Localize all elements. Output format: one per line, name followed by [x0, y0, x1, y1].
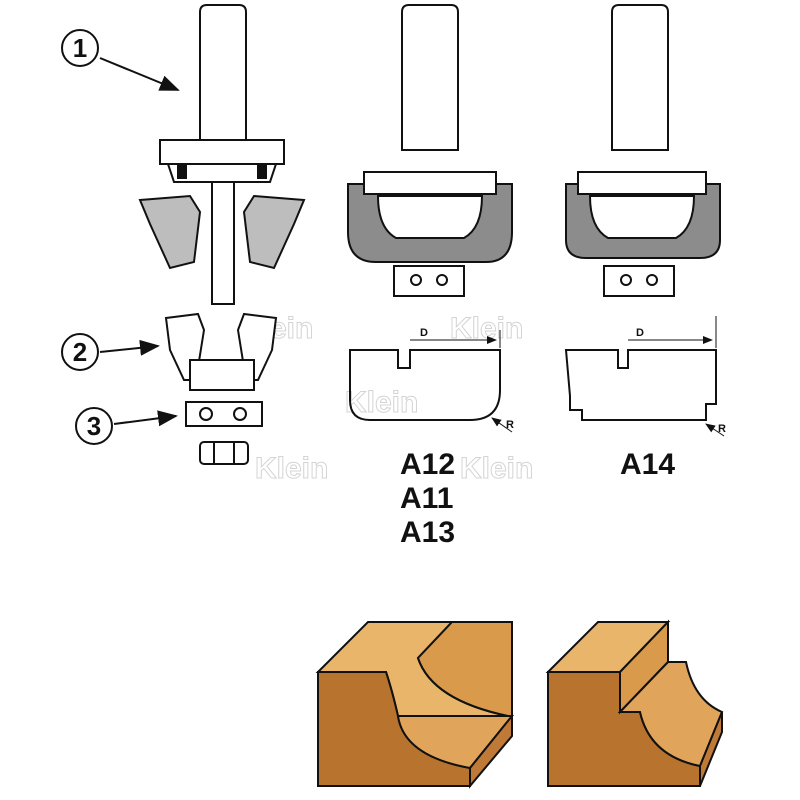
screw-hole [199, 407, 213, 421]
wood-block-a14 [545, 619, 724, 787]
model-label-a14: A14 [620, 448, 675, 481]
bearing-hole [646, 274, 658, 286]
callout-2-circle [61, 333, 99, 371]
dim-line-r [705, 423, 725, 437]
nut [199, 441, 249, 465]
bearing-a12 [393, 265, 465, 297]
watermark-4: Klein [255, 452, 328, 485]
model-label-a11: A11 [400, 482, 453, 515]
callout-1: 1 [73, 33, 87, 63]
bearing-hole [410, 274, 422, 286]
bit-body-1 [159, 139, 285, 165]
watermark-3: Klein [345, 386, 418, 419]
arbor [211, 181, 235, 305]
bearing-core [189, 359, 255, 391]
screw-hole [233, 407, 247, 421]
callout-3: 3 [87, 411, 101, 441]
washer-plate [185, 401, 263, 427]
shank-1 [199, 4, 247, 141]
profile-outline-a12 [349, 349, 501, 421]
model-label-a13: A13 [400, 516, 455, 549]
assembled-bit-a14 [565, 4, 721, 297]
callout-1-arrow [99, 57, 180, 91]
callout-3-circle [75, 407, 113, 445]
model-label-a12: A12 [400, 448, 455, 481]
wood-right-edge [469, 713, 513, 789]
profile-section-a12 [349, 330, 513, 433]
wood-right-edge [699, 711, 723, 787]
bit-body-2 [363, 171, 497, 195]
model-labels: A12 A11 A13 A14 [400, 448, 675, 549]
bearing-hole [620, 274, 632, 286]
insert-left [138, 194, 202, 270]
profile-section-a14 [564, 316, 725, 437]
cutter-profile-a14 [588, 195, 696, 239]
callout-2: 2 [73, 337, 87, 367]
bearing-a14 [603, 265, 675, 297]
callout-1-circle [61, 29, 99, 67]
cutter-profile-a12 [376, 195, 484, 239]
bit-lower-body-1 [166, 163, 278, 183]
body-slot [177, 165, 187, 179]
dim-label-d-a12: D [420, 327, 428, 339]
callout-2-arrow [99, 339, 160, 356]
dim-label-d-a14: D [636, 327, 644, 339]
body-slot [257, 165, 267, 179]
dim-label-r-a12: R [506, 419, 514, 431]
insert-right [242, 194, 306, 270]
bit-body-3 [577, 171, 707, 195]
shank-2 [401, 4, 459, 151]
profile-outline-a14 [564, 349, 717, 421]
assembled-bit-a12 [347, 4, 513, 297]
wood-block-a12 [315, 621, 515, 789]
bearing-hole [436, 274, 448, 286]
exploded-view [138, 4, 306, 465]
callouts: 1 2 3 [61, 29, 180, 445]
callout-3-arrow [113, 410, 178, 427]
dim-label-r-a14: R [718, 423, 726, 435]
dim-line-r [491, 417, 513, 433]
watermark-5: Klein [460, 452, 533, 485]
watermarks: Klein Klein Klein Klein Klein [240, 312, 534, 486]
shank-3 [611, 4, 669, 151]
